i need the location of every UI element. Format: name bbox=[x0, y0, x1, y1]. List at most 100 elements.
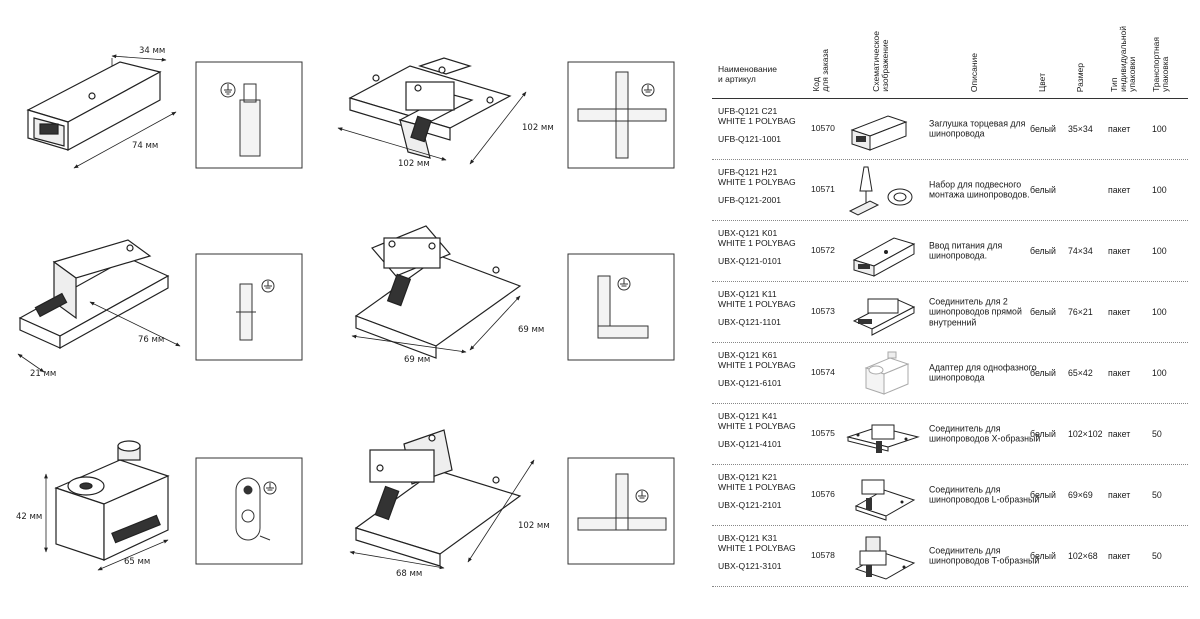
product-size: 65×42 bbox=[1068, 368, 1093, 378]
dim-mount-len: 65 мм bbox=[124, 557, 150, 567]
package-type: пакет bbox=[1108, 185, 1131, 195]
product-size: 69×69 bbox=[1068, 490, 1093, 500]
l-connector-icon bbox=[844, 468, 922, 522]
product-size: 102×102 bbox=[1068, 429, 1103, 439]
order-code: 10576 bbox=[811, 489, 835, 499]
product-article: UFB-Q121-2001 bbox=[718, 195, 782, 206]
header-pack-type-line3: упаковки bbox=[1126, 56, 1137, 92]
product-description: Соединитель для шинопроводов X-образный bbox=[929, 423, 1041, 444]
transport-pack-qty: 50 bbox=[1152, 429, 1162, 439]
product-name-line1: UBX-Q121 K01 bbox=[718, 228, 778, 238]
dim-adapter-len: 76 мм bbox=[138, 335, 164, 345]
product-name-line1: UBX-Q121 K21 bbox=[718, 472, 778, 482]
product-size: 102×68 bbox=[1068, 551, 1098, 561]
product-name-line1: UBX-Q121 K11 bbox=[718, 289, 777, 299]
product-color: белый bbox=[1030, 124, 1056, 134]
header-code: Код для заказа bbox=[811, 49, 830, 92]
l-connector-drawing bbox=[354, 225, 522, 359]
header-color: Цвет bbox=[1037, 72, 1047, 92]
end-cap-drawing bbox=[26, 58, 162, 152]
dim-cap-length: 74 мм bbox=[132, 141, 158, 151]
package-type: пакет bbox=[1108, 124, 1131, 134]
header-description: Описание bbox=[969, 52, 979, 92]
package-type: пакет bbox=[1108, 307, 1131, 317]
package-type: пакет bbox=[1108, 551, 1131, 561]
transport-pack-qty: 100 bbox=[1152, 185, 1167, 195]
table-header: Наименование и артикул Код для заказа Сх… bbox=[712, 10, 1188, 99]
package-type: пакет bbox=[1108, 368, 1131, 378]
product-size: 74×34 bbox=[1068, 246, 1093, 256]
product-color: белый bbox=[1030, 185, 1056, 195]
technical-drawings: 34 мм 74 мм 102 мм 102 мм bbox=[16, 46, 675, 579]
product-name-line2: WHITE 1 POLYBAG bbox=[718, 482, 796, 493]
product-name-line1: UBX-Q121 K41 bbox=[718, 411, 778, 421]
product-color: белый bbox=[1030, 551, 1056, 561]
product-name-line2: WHITE 1 POLYBAG bbox=[718, 421, 796, 432]
order-code: 10572 bbox=[811, 245, 835, 255]
header-name: Наименование и артикул bbox=[718, 64, 777, 85]
product-description: Соединитель для 2 шинопроводов прямой вн… bbox=[929, 296, 1022, 328]
order-code: 10575 bbox=[811, 428, 835, 438]
mount-schematic-symbol bbox=[235, 477, 277, 541]
product-description: Адаптер для однофазного шинопровода bbox=[929, 362, 1037, 383]
x-schematic-symbol bbox=[577, 71, 667, 159]
end-cap-icon bbox=[844, 102, 922, 156]
t-connector-icon bbox=[844, 529, 922, 583]
dim-mount-h: 42 мм bbox=[16, 512, 42, 522]
product-article: UBX-Q121-4101 bbox=[718, 439, 782, 450]
dim-l-v: 69 мм bbox=[518, 325, 544, 335]
product-name-line1: UBX-Q121 K61 bbox=[718, 350, 778, 360]
adapter-mount-drawing bbox=[54, 440, 170, 561]
product-description: Набор для подвесного монтажа шинопроводо… bbox=[929, 179, 1030, 200]
l-schematic-symbol bbox=[597, 275, 649, 339]
t-schematic-symbol bbox=[577, 473, 667, 531]
product-name-line2: WHITE 1 POLYBAG bbox=[718, 177, 796, 188]
product-article: UFB-Q121-1001 bbox=[718, 134, 782, 145]
product-article: UBX-Q121-3101 bbox=[718, 561, 782, 572]
package-type: пакет bbox=[1108, 246, 1131, 256]
header-name-line1: Наименование bbox=[718, 64, 777, 74]
header-transport: Транспортная упаковка bbox=[1151, 37, 1170, 92]
transport-pack-qty: 100 bbox=[1152, 246, 1167, 256]
package-type: пакет bbox=[1108, 490, 1131, 500]
header-pack-type: Тип индивидуальной упаковки bbox=[1109, 26, 1137, 92]
order-code: 10578 bbox=[811, 550, 835, 560]
t-connector-drawing bbox=[354, 429, 522, 567]
product-description: Соединитель для шинопроводов L-образный bbox=[929, 484, 1040, 505]
header-size: Размер bbox=[1075, 62, 1085, 92]
order-code: 10571 bbox=[811, 184, 835, 194]
suspension-kit-icon bbox=[844, 163, 922, 217]
product-article: UBX-Q121-1101 bbox=[718, 317, 781, 328]
transport-pack-qty: 50 bbox=[1152, 551, 1162, 561]
order-code: 10574 bbox=[811, 367, 835, 377]
cap-schematic-symbol bbox=[220, 82, 261, 157]
dim-x-h: 102 мм bbox=[398, 159, 430, 169]
straight-connector-drawing bbox=[18, 239, 170, 350]
product-article: UBX-Q121-2101 bbox=[718, 500, 782, 511]
transport-pack-qty: 50 bbox=[1152, 490, 1162, 500]
product-size: 35×34 bbox=[1068, 124, 1093, 134]
product-name-line1: UFB-Q121 C21 bbox=[718, 106, 778, 116]
product-name-line2: WHITE 1 POLYBAG bbox=[718, 238, 796, 249]
header-code-line2: для заказа bbox=[819, 49, 830, 92]
product-name-line1: UBX-Q121 K31 bbox=[718, 533, 778, 543]
straight-schematic-symbol bbox=[236, 279, 275, 341]
product-color: белый bbox=[1030, 368, 1056, 378]
adapter-icon bbox=[844, 346, 922, 400]
product-description: Соединитель для шинопроводов T-образный bbox=[929, 545, 1040, 566]
product-color: белый bbox=[1030, 490, 1056, 500]
dim-l-h: 69 мм bbox=[404, 355, 430, 365]
order-code: 10570 bbox=[811, 123, 835, 133]
